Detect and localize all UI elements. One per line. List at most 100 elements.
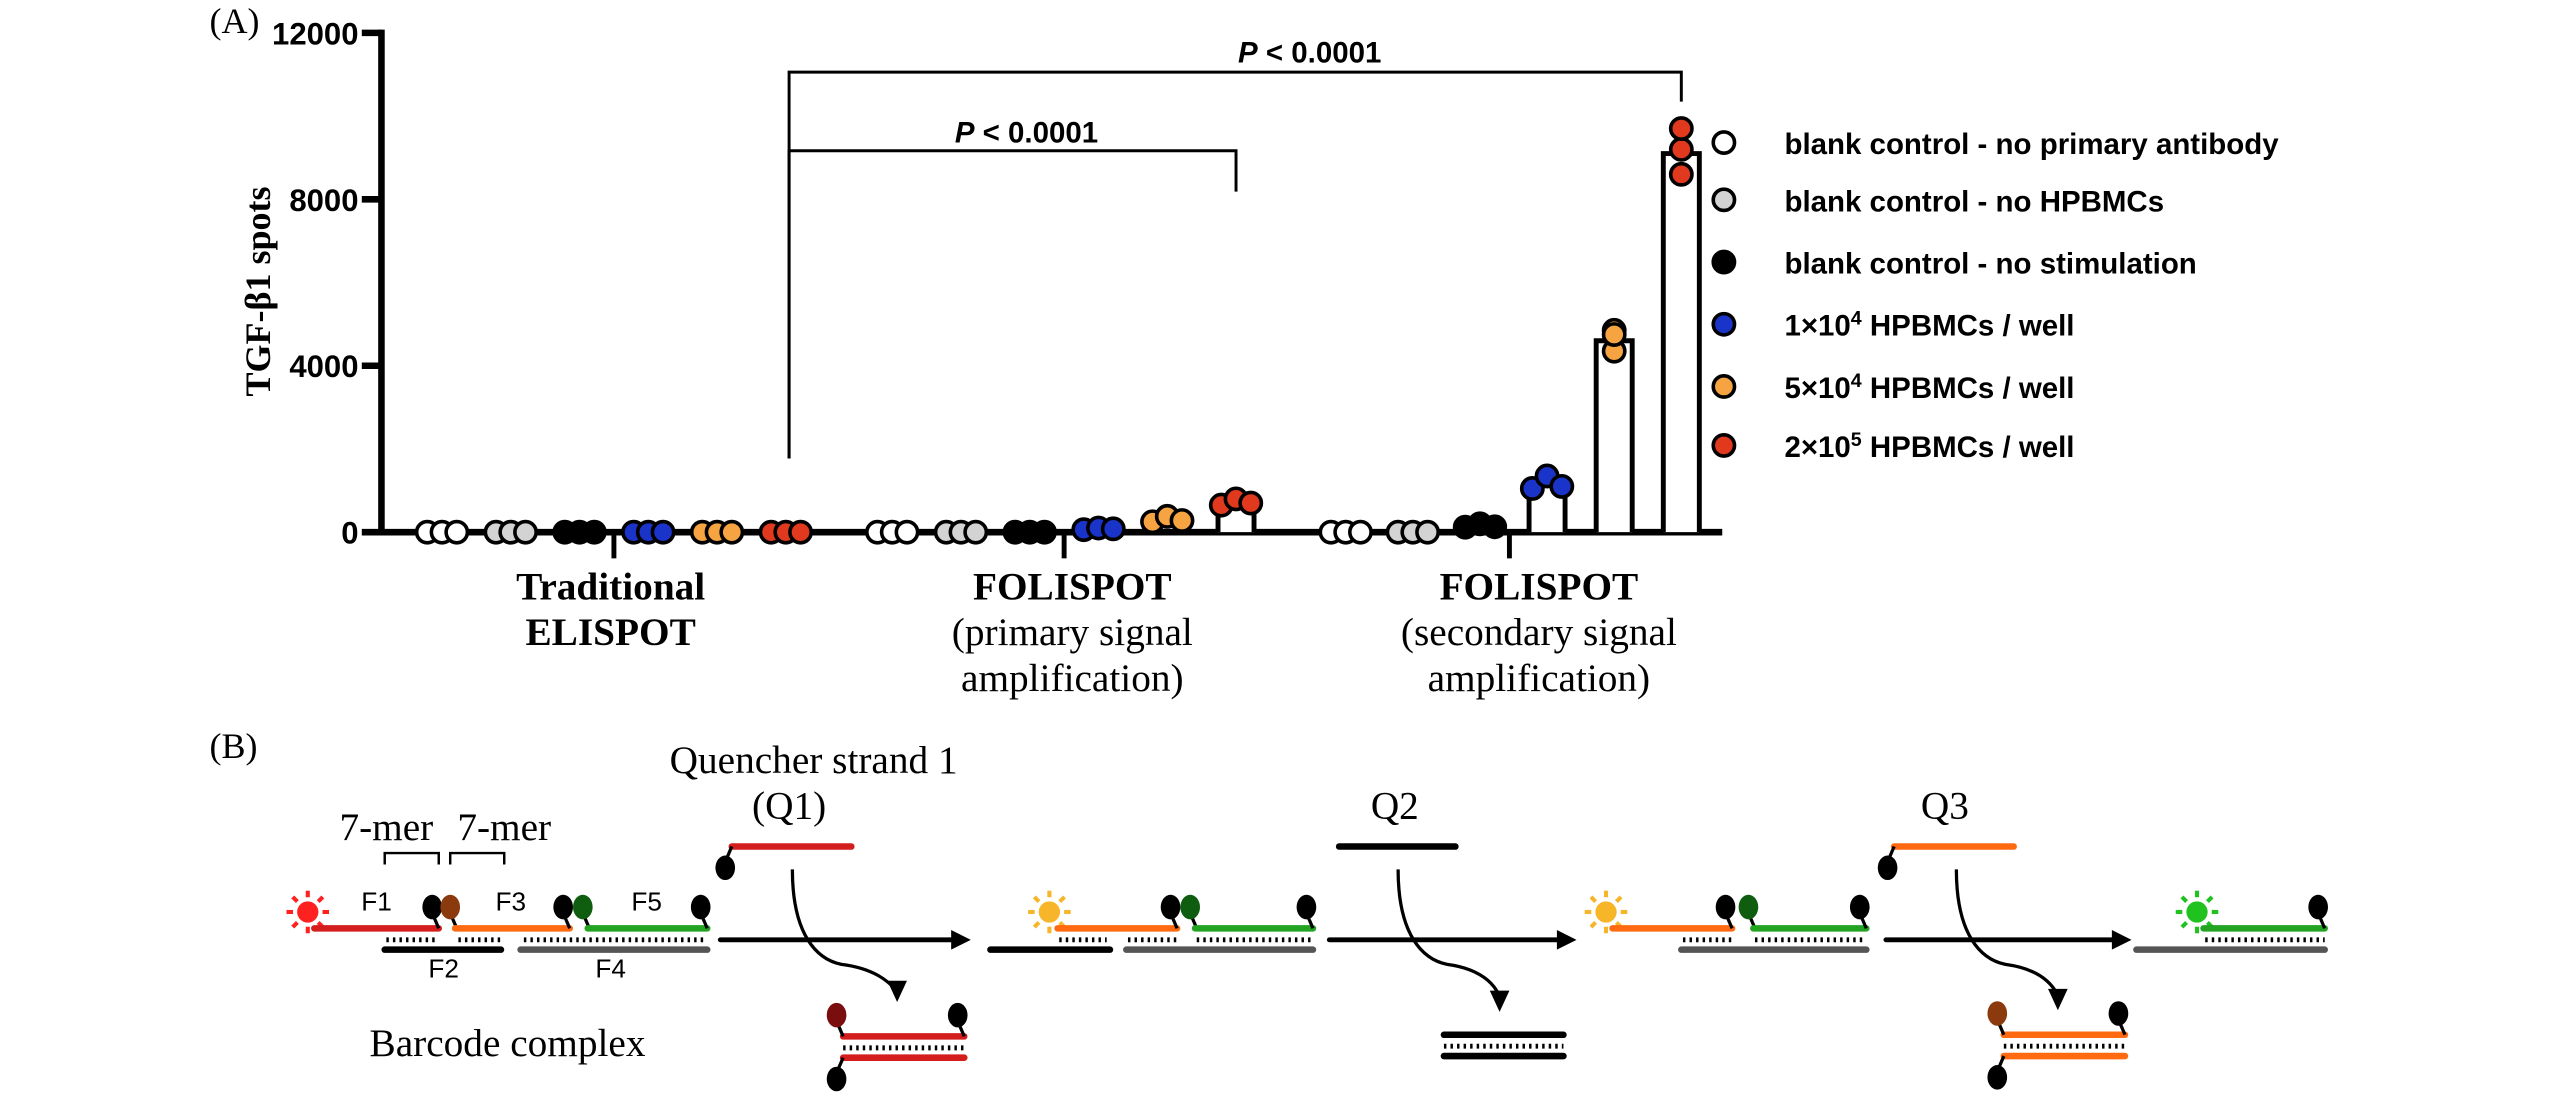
fluorophore-glow-icon [297,901,319,923]
data-point [1668,161,1694,187]
data-point [1668,136,1694,162]
displacement-arrow [790,869,899,992]
dye-icon [1738,894,1759,920]
data-point [1601,322,1627,347]
arrow-head [2048,988,2068,1011]
data-point [1348,519,1373,545]
quencher-icon [422,894,443,920]
glow-ray [291,920,299,929]
fluorophore-glow-icon [1595,901,1617,923]
group-label: ELISPOT [525,611,695,654]
group-label: Traditional [516,565,705,608]
significance-brackets: P < 0.0001 P < 0.0001 [787,36,1683,459]
mer-label-1: 7-mer [339,806,433,849]
data-point [1169,508,1195,533]
fluorophore-glow-icon [1038,901,1061,923]
arrow-head [951,929,971,950]
data-point [788,519,813,545]
data-point [1482,514,1508,540]
dye-icon [440,894,461,920]
significance-bracket [787,70,1683,459]
glow-ray [1589,895,1598,904]
legend-label: blank control - no HPBMCs [1784,185,2164,218]
y-axis-label: TGF-β1 spots [238,187,278,397]
data-point [650,519,676,545]
f3-label: F3 [495,886,526,916]
fluorophore-glow-icon [2186,901,2208,923]
barcode-complex-label: Barcode complex [370,1022,646,1065]
quencher1-label: Quencher strand 1 [670,739,958,782]
arrow-head [887,980,907,1003]
quencher-icon [1715,894,1736,920]
quencher1-abbrev: (Q1) [752,785,826,828]
quencher-icon [2108,1001,2129,1026]
quencher-icon [715,855,736,881]
barcode-diagram: Quencher strand 1 (Q1) Q2 Q3 7-mer 7-mer… [286,739,2328,1092]
data-point [1032,519,1057,545]
y-tick-label: 12000 [272,16,358,51]
glow-ray [1614,895,1623,904]
group-label: (secondary signal [1401,611,1677,654]
data-point [719,519,745,545]
glow-ray [1058,895,1066,904]
panel-a-label: (A) [210,1,260,41]
quencher-icon [1160,894,1181,920]
y-tick-label: 4000 [289,349,358,384]
dye-icon [572,894,593,920]
legend-label: 2×105 HPBMCs / well [1784,429,2074,464]
displacement-arrow [1954,869,2060,997]
group-label: FOLISPOT [973,565,1172,608]
quencher-icon [1296,894,1317,920]
arrow-head [1556,929,1577,950]
bars [1215,151,1702,533]
f1-label: F1 [361,886,392,916]
quencher-icon [2308,894,2328,920]
glow-ray [2180,895,2189,904]
legend-label: 5×104 HPBMCs / well [1784,370,2074,405]
mer-label-2: 7-mer [457,806,551,849]
data-point [1238,490,1264,516]
data-point [1668,116,1694,141]
quencher-icon [1987,1065,2008,1090]
f2-label: F2 [428,953,459,983]
arrow-head [2111,929,2132,950]
q3-label: Q3 [1921,785,1969,828]
glow-ray [1032,895,1041,904]
data-point [963,519,989,545]
panel-b-label: (B) [210,726,258,766]
quencher-icon [1849,894,1870,920]
legend-label: 1×104 HPBMCs / well [1784,308,2074,343]
quencher-icon [690,894,711,920]
dye-icon [1987,1001,2008,1026]
displacement-arrow [1396,869,1502,998]
quencher-icon [1877,855,1898,881]
dye-icon [1180,894,1201,920]
p-value-label: P < 0.0001 [1238,36,1381,69]
group-label: FOLISPOT [1440,565,1639,608]
data-point [513,519,538,545]
legend-marker [1711,249,1737,275]
data-point [1549,473,1575,499]
glow-ray [2180,920,2189,929]
legend-marker [1711,130,1737,155]
legend-marker [1711,374,1737,399]
quencher-icon [947,1002,968,1028]
legend: blank control - no primary antibody blank… [1711,128,2279,464]
p-value-label: P < 0.0001 [955,117,1098,150]
data-point [1415,519,1441,545]
f5-label: F5 [631,886,662,916]
bar [1660,151,1702,533]
group-label: amplification) [961,657,1184,700]
legend-marker [1711,187,1737,213]
mer-bracket-1 [383,851,440,865]
legend-label: blank control - no primary antibody [1784,128,2279,161]
y-tick-label: 0 [341,516,358,551]
group-label: (primary signal [952,611,1193,654]
legend-marker [1711,432,1737,458]
data-point [1100,516,1126,542]
mer-bracket-2 [448,851,506,865]
glow-ray [1589,920,1598,929]
